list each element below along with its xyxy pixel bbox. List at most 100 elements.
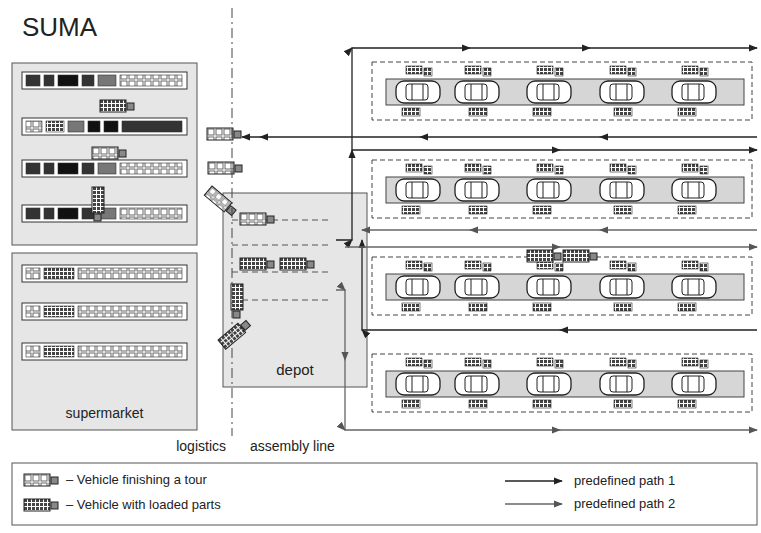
workstation-zone — [372, 160, 752, 218]
vehicle-icon — [280, 258, 314, 270]
parts-bin — [483, 68, 491, 76]
parts-bin — [555, 166, 563, 174]
car-icon — [600, 81, 644, 103]
parts-bin — [610, 261, 626, 269]
diagram-title: SUMA — [22, 12, 97, 43]
shelf-rack — [22, 118, 187, 135]
predefined-path-1 — [242, 136, 757, 137]
vehicle-icon — [207, 128, 241, 140]
parts-bin — [465, 358, 481, 366]
parts-bin — [533, 303, 551, 311]
parts-bin — [469, 400, 487, 408]
parts-bin — [678, 303, 696, 311]
parts-bin — [628, 263, 636, 271]
parts-bin — [610, 358, 626, 366]
parts-bin — [555, 263, 563, 271]
legend-text: – Vehicle with loaded parts — [66, 497, 221, 512]
region-label: logistics — [176, 438, 226, 454]
vehicle-icon — [208, 162, 242, 174]
vehicle-icon — [231, 284, 243, 318]
supermarket-lower-area — [12, 253, 197, 430]
predefined-path-1 — [336, 48, 757, 240]
car-icon — [455, 373, 499, 395]
node-label: supermarket — [66, 405, 144, 421]
legend-text: predefined path 1 — [574, 473, 675, 488]
parts-bin — [678, 206, 696, 214]
parts-bin — [406, 261, 422, 269]
parts-bin — [406, 358, 422, 366]
vehicle-icon — [204, 186, 238, 217]
parts-bin — [682, 66, 698, 74]
parts-bin — [610, 164, 626, 172]
parts-bin — [424, 360, 432, 368]
car-icon — [672, 81, 716, 103]
supermarket-upper-area — [12, 63, 197, 245]
depot-lane — [232, 272, 330, 273]
parts-bin — [555, 360, 563, 368]
parts-bin — [682, 164, 698, 172]
conveyor-band — [386, 274, 744, 300]
parts-bin — [610, 66, 626, 74]
parts-bin — [533, 400, 551, 408]
parts-bin — [469, 108, 487, 116]
parts-bin — [533, 108, 551, 116]
car-icon — [527, 179, 571, 201]
workstation-zone — [372, 257, 752, 315]
predefined-path-2 — [345, 246, 757, 247]
parts-bin — [537, 164, 553, 172]
depot-lane — [232, 300, 330, 301]
shelf-rack — [22, 343, 187, 360]
vehicle-icon — [92, 187, 104, 221]
vehicle-icon — [24, 474, 58, 486]
legend-text: predefined path 2 — [574, 496, 675, 511]
shelf-rack — [22, 72, 187, 89]
car-icon — [396, 81, 440, 103]
car-icon — [455, 81, 499, 103]
conveyor-band — [386, 371, 744, 397]
parts-bin — [700, 166, 708, 174]
car-icon — [396, 276, 440, 298]
parts-bin — [424, 263, 432, 271]
shelf-rack — [22, 160, 187, 177]
car-icon — [527, 373, 571, 395]
parts-bin — [465, 164, 481, 172]
vehicle-icon — [24, 499, 58, 511]
parts-bin — [483, 263, 491, 271]
parts-bin — [406, 66, 422, 74]
parts-bin — [465, 261, 481, 269]
parts-bin — [483, 166, 491, 174]
car-icon — [455, 276, 499, 298]
predefined-path-2 — [336, 290, 757, 430]
legend-frame — [12, 463, 757, 525]
car-icon — [455, 179, 499, 201]
parts-bin — [614, 206, 632, 214]
parts-bin — [533, 206, 551, 214]
parts-bin — [465, 66, 481, 74]
parts-bin — [424, 166, 432, 174]
vehicle-icon — [240, 258, 274, 270]
depot-area: depot — [223, 193, 367, 387]
predefined-path-1 — [362, 240, 757, 330]
car-icon — [600, 179, 644, 201]
legend-line-sample — [505, 503, 562, 504]
parts-bin — [614, 400, 632, 408]
parts-bin — [402, 400, 420, 408]
vehicle-icon — [527, 250, 561, 262]
parts-bin — [469, 206, 487, 214]
parts-bin — [402, 303, 420, 311]
car-icon — [527, 81, 571, 103]
car-icon — [672, 179, 716, 201]
separator-line — [232, 8, 233, 436]
car-icon — [600, 276, 644, 298]
parts-bin — [614, 303, 632, 311]
parts-bin — [678, 108, 696, 116]
parts-bin — [700, 68, 708, 76]
predefined-path-2 — [362, 229, 757, 230]
parts-bin — [678, 400, 696, 408]
predefined-path-1 — [352, 149, 757, 150]
shelf-rack — [22, 265, 187, 282]
vehicle-icon — [218, 318, 252, 349]
conveyor-band — [386, 177, 744, 203]
node-label: depot — [276, 361, 314, 378]
parts-bin — [406, 164, 422, 172]
